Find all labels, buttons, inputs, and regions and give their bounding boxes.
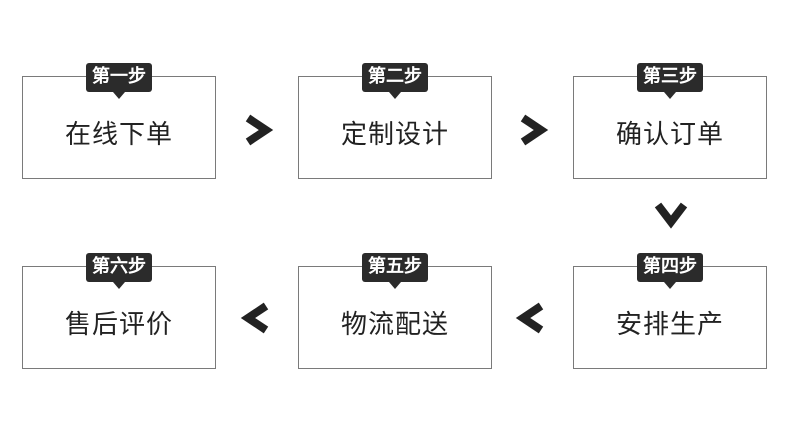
step-1-box: 第一步 在线下单	[22, 63, 216, 179]
step-5-label: 物流配送	[340, 309, 450, 340]
step-1-label: 在线下单	[64, 119, 174, 150]
step-2-label: 定制设计	[340, 119, 450, 150]
step-3-box: 第三步 确认订单	[573, 63, 767, 179]
step-6-box: 第六步 售后评价	[22, 253, 216, 369]
step-2-box: 第二步 定制设计	[298, 63, 492, 179]
step-1-badge: 第一步	[86, 63, 152, 92]
step-4-label: 安排生产	[615, 309, 725, 340]
step-5-box: 第五步 物流配送	[298, 253, 492, 369]
chevron-left-icon	[238, 300, 274, 336]
step-4-badge: 第四步	[637, 253, 703, 282]
step-6-label: 售后评价	[64, 309, 174, 340]
step-3-label: 确认订单	[615, 119, 725, 150]
step-5-badge: 第五步	[362, 253, 428, 282]
chevron-right-icon	[240, 112, 276, 148]
step-2-badge: 第二步	[362, 63, 428, 92]
step-4-box: 第四步 安排生产	[573, 253, 767, 369]
chevron-right-icon	[515, 112, 551, 148]
chevron-down-icon	[653, 196, 689, 232]
chevron-left-icon	[513, 300, 549, 336]
step-6-badge: 第六步	[86, 253, 152, 282]
step-3-badge: 第三步	[637, 63, 703, 92]
